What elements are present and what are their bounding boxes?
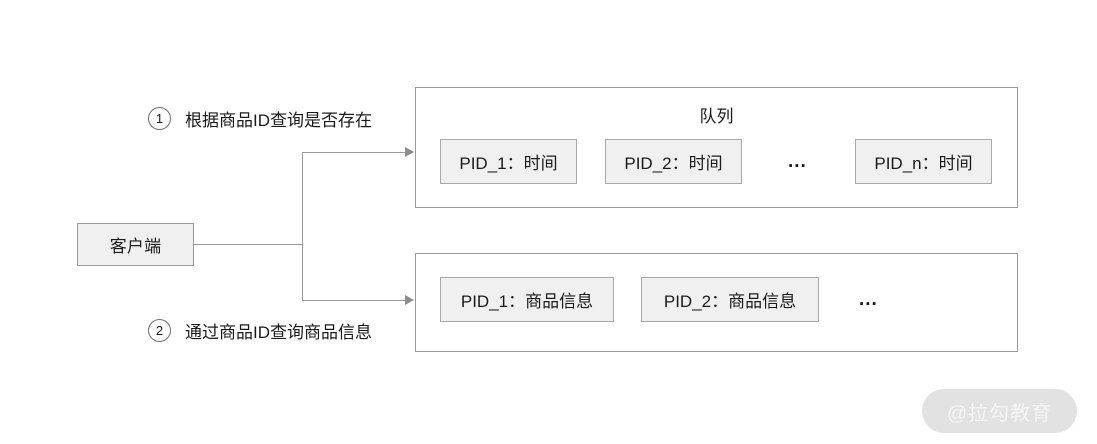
flow-step-text-1: 根据商品ID查询是否存在 xyxy=(185,111,372,130)
product-info-ellipsis: ... xyxy=(859,289,878,310)
queue-container-title: 队列 xyxy=(699,107,734,126)
flow-label-1: 1 根据商品ID查询是否存在 xyxy=(148,106,372,131)
flow-step-number-1: 1 xyxy=(148,107,171,130)
flow-label-2: 2 通过商品ID查询商品信息 xyxy=(148,318,372,343)
arrow-head-to-info xyxy=(405,295,414,305)
client-node: 客户端 xyxy=(77,223,194,266)
connector-client-trunk xyxy=(194,244,303,245)
flow-step-text-2: 通过商品ID查询商品信息 xyxy=(185,323,372,342)
product-info-item-2: PID_2：商品信息 xyxy=(641,277,819,322)
queue-item-2: PID_2：时间 xyxy=(605,139,742,184)
flow-step-number-2: 2 xyxy=(148,319,171,342)
arrow-head-to-queue xyxy=(405,147,414,157)
queue-item-1: PID_1：时间 xyxy=(440,139,577,184)
watermark: @拉勾教育 xyxy=(922,389,1077,433)
product-info-container: PID_1：商品信息 PID_2：商品信息 ... xyxy=(415,253,1018,352)
queue-container: 队列 PID_1：时间 PID_2：时间 ... PID_n：时间 xyxy=(415,87,1018,208)
connector-to-info xyxy=(302,300,406,301)
queue-ellipsis: ... xyxy=(788,151,807,172)
queue-item-n: PID_n：时间 xyxy=(855,139,992,184)
product-info-item-1: PID_1：商品信息 xyxy=(440,277,614,322)
connector-vertical-split xyxy=(302,152,303,301)
connector-to-queue xyxy=(302,152,406,153)
